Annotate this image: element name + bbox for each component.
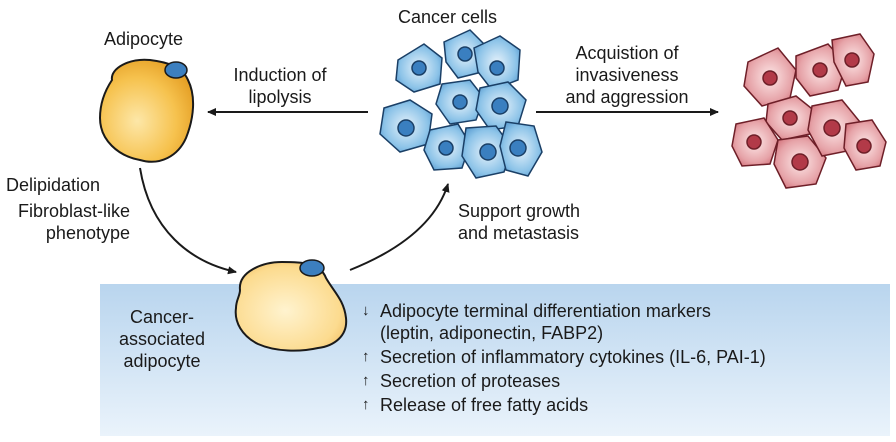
induction-line2: lipolysis bbox=[248, 87, 312, 107]
adipocyte-cell bbox=[98, 58, 194, 163]
effects-list: ↓ Adipocyte terminal differentiation mar… bbox=[362, 300, 766, 418]
effect-text: Secretion of proteases bbox=[380, 371, 561, 391]
support-line1: Support growth bbox=[458, 201, 581, 221]
support-label: Support growth and metastasis bbox=[458, 200, 580, 244]
caa-line3: adipocyte bbox=[123, 351, 201, 371]
arrow-support-growth bbox=[349, 183, 450, 271]
up-arrow-icon: ↑ bbox=[362, 372, 370, 389]
induction-label: Induction of lipolysis bbox=[220, 64, 340, 108]
fibroblast-label: Fibroblast-like phenotype bbox=[2, 200, 130, 244]
adipocyte-label: Adipocyte bbox=[104, 29, 184, 49]
caa-line1: Cancer- bbox=[129, 307, 195, 327]
acquisition-label: Acquistion of invasiveness and aggressio… bbox=[552, 42, 702, 108]
cancer-cell-cluster bbox=[379, 29, 543, 179]
effect-text: Secretion of inflammatory cytokines (IL-… bbox=[380, 347, 766, 367]
caa-label: Cancer- associated adipocyte bbox=[106, 306, 218, 372]
effect-row: ↓ Adipocyte terminal differentiation mar… bbox=[362, 300, 766, 344]
effect-text: Release of free fatty acids bbox=[380, 395, 589, 415]
effect-subtext: (leptin, adiponectin, FABP2) bbox=[380, 323, 604, 343]
down-arrow-icon: ↓ bbox=[362, 302, 370, 319]
effects-box bbox=[100, 284, 890, 436]
fibroblast-line1: Fibroblast-like bbox=[17, 201, 130, 221]
effect-row: ↑ Secretion of proteases bbox=[362, 370, 766, 392]
caa-line2: associated bbox=[118, 329, 206, 349]
effect-row: ↑ Secretion of inflammatory cytokines (I… bbox=[362, 346, 766, 368]
effect-text: Adipocyte terminal differentiation marke… bbox=[380, 301, 711, 321]
acquisition-line2: invasiveness bbox=[575, 65, 679, 85]
arrow-delipidation bbox=[139, 167, 237, 275]
acquisition-line1: Acquistion of bbox=[575, 43, 679, 63]
cancer-cells-label: Cancer cells bbox=[398, 7, 498, 27]
up-arrow-icon: ↑ bbox=[362, 396, 370, 413]
fibroblast-line2: phenotype bbox=[45, 223, 130, 243]
support-line2: and metastasis bbox=[458, 223, 580, 243]
effect-row: ↑ Release of free fatty acids bbox=[362, 394, 766, 416]
aggressive-cell-cluster bbox=[731, 33, 887, 189]
induction-line1: Induction of bbox=[233, 65, 327, 85]
delipidation-label: Delipidation bbox=[6, 175, 101, 195]
up-arrow-icon: ↑ bbox=[362, 348, 370, 365]
acquisition-line3: and aggression bbox=[565, 87, 689, 107]
cancer-associated-adipocyte-cell bbox=[234, 259, 348, 352]
